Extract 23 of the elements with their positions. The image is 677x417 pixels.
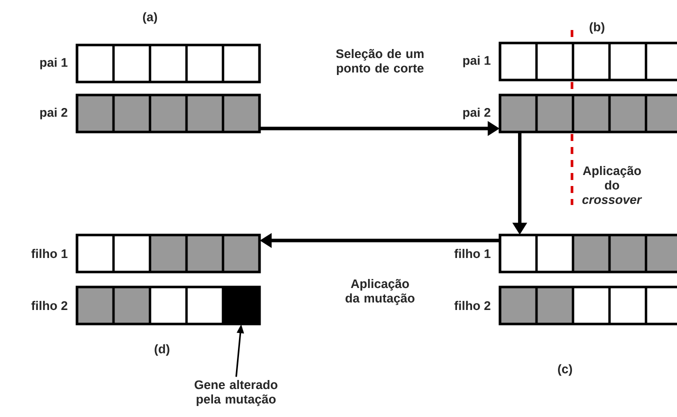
- row-label: filho 1: [454, 248, 490, 258]
- chromosome-bar: [76, 234, 261, 274]
- chromosome-bar: [498, 234, 677, 274]
- row-label: filho 1: [31, 248, 68, 258]
- row-label: pai 2: [463, 108, 490, 120]
- chromosome-bar: [76, 94, 261, 134]
- row-label: pai 2: [40, 108, 68, 120]
- panel-label: (d): [154, 344, 170, 356]
- panel-label: (a): [143, 12, 157, 24]
- edge-label: Seleção de um ponto de corte: [336, 48, 424, 76]
- row-label: filho 2: [454, 300, 490, 310]
- edge-label: Aplicação do crossover: [582, 166, 642, 204]
- chromosome-bar: [76, 44, 261, 84]
- edge-label: Aplicação da mutação: [346, 278, 414, 306]
- mutated-gene-cell: [222, 287, 260, 324]
- chromosome-bar: [498, 42, 677, 82]
- callout-text: Gene alterado pela mutação: [194, 380, 278, 406]
- panel-label: (c): [558, 364, 572, 376]
- row-label: filho 2: [31, 300, 68, 310]
- chromosome-bar: [498, 94, 677, 134]
- row-label: pai 1: [40, 58, 68, 70]
- row-label: pai 1: [463, 56, 490, 68]
- chromosome-bar: [498, 286, 677, 326]
